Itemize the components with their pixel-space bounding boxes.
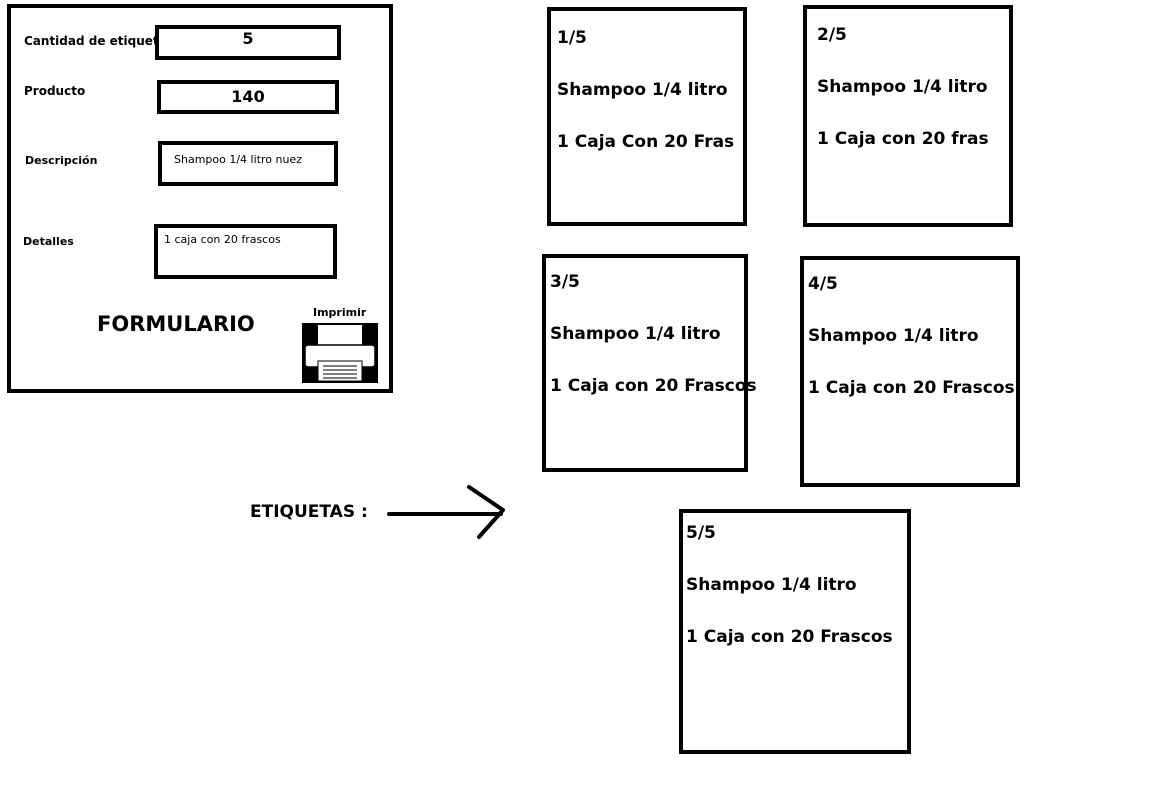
print-label: Imprimir <box>313 306 367 319</box>
product-input[interactable]: 140 <box>157 80 339 114</box>
label-line1: Shampoo 1/4 litro <box>550 324 721 344</box>
form-title: FORMULARIO <box>97 312 255 336</box>
label-line2: 1 Caja Con 20 Fras <box>557 132 735 152</box>
quantity-label: Cantidad de etiquetas <box>24 34 174 48</box>
product-label: Producto <box>24 84 86 98</box>
label-line2: 1 Caja con 20 Frascos <box>550 376 757 396</box>
label-line2: 1 Caja con 20 Frascos <box>808 378 1015 398</box>
label-card: 1/5 Shampoo 1/4 litro 1 Caja Con 20 Fras <box>547 7 747 226</box>
label-card: 5/5 Shampoo 1/4 litro 1 Caja con 20 Fras… <box>679 509 911 754</box>
arrow-right-icon <box>385 484 509 542</box>
description-label: Descripción <box>25 154 98 167</box>
label-index: 5/5 <box>686 523 716 543</box>
label-card: 3/5 Shampoo 1/4 litro 1 Caja con 20 Fras… <box>542 254 757 472</box>
label-line1: Shampoo 1/4 litro <box>808 326 979 346</box>
etiquetas-label: ETIQUETAS : <box>250 502 368 522</box>
label-card: 4/5 Shampoo 1/4 litro 1 Caja con 20 Fras… <box>800 256 1020 487</box>
label-line2: 1 Caja con 20 Frascos <box>686 627 893 647</box>
details-label: Detalles <box>23 235 74 248</box>
label-line1: Shampoo 1/4 litro <box>557 80 728 100</box>
printer-icon[interactable] <box>302 323 378 383</box>
details-input[interactable]: 1 caja con 20 frascos <box>154 224 337 279</box>
quantity-input[interactable]: 5 <box>155 25 341 60</box>
label-line2: 1 Caja con 20 fras <box>817 129 989 149</box>
label-index: 3/5 <box>550 272 580 292</box>
label-index: 2/5 <box>817 25 847 45</box>
label-line1: Shampoo 1/4 litro <box>686 575 857 595</box>
label-line1: Shampoo 1/4 litro <box>817 77 988 97</box>
form-panel <box>7 4 393 393</box>
label-card: 2/5 Shampoo 1/4 litro 1 Caja con 20 fras <box>803 5 1013 227</box>
label-index: 1/5 <box>557 28 587 48</box>
label-index: 4/5 <box>808 274 838 294</box>
description-input[interactable]: Shampoo 1/4 litro nuez <box>158 141 338 186</box>
